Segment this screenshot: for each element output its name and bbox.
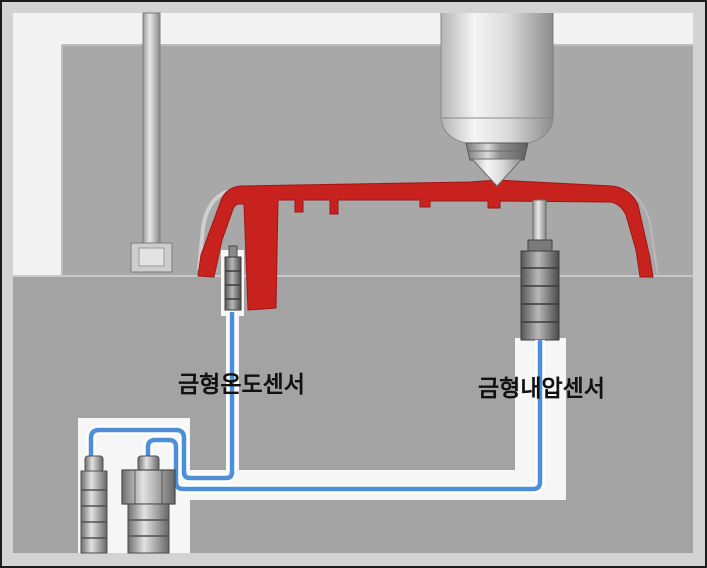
connector-body xyxy=(127,503,170,554)
label-mold-temperature-sensor: 금형온도센서 xyxy=(178,372,305,398)
pressure-sensor-body xyxy=(520,250,560,341)
connector-body xyxy=(80,470,108,554)
mold-temperature-sensor xyxy=(224,245,242,311)
connector-cap xyxy=(84,455,104,473)
pressure-sensor-pin xyxy=(532,199,547,243)
nozzle-barrel xyxy=(441,13,553,119)
temp-sensor-cable xyxy=(88,312,235,481)
temp-sensor-tip xyxy=(228,245,238,259)
pressure-sensor-collar xyxy=(527,239,553,253)
pressure-sensor-connector xyxy=(121,455,176,554)
molded-part xyxy=(197,179,654,311)
connector-nut xyxy=(121,469,176,505)
temp-sensor-connector xyxy=(80,455,108,554)
nozzle-tip xyxy=(470,158,524,187)
pressure-sensor-cable xyxy=(145,340,543,492)
guide-pin-head-inner xyxy=(138,247,165,267)
upper-mold-plate xyxy=(62,45,693,276)
mold-pressure-sensor xyxy=(520,199,560,341)
injection-nozzle xyxy=(440,13,554,187)
temp-sensor-body xyxy=(224,256,242,311)
connector-cap xyxy=(137,455,160,472)
guide-pin xyxy=(130,12,173,273)
guide-pin-shaft xyxy=(142,12,161,246)
label-mold-pressure-sensor: 금형내압센서 xyxy=(478,376,605,402)
nozzle-bottom xyxy=(440,117,554,144)
